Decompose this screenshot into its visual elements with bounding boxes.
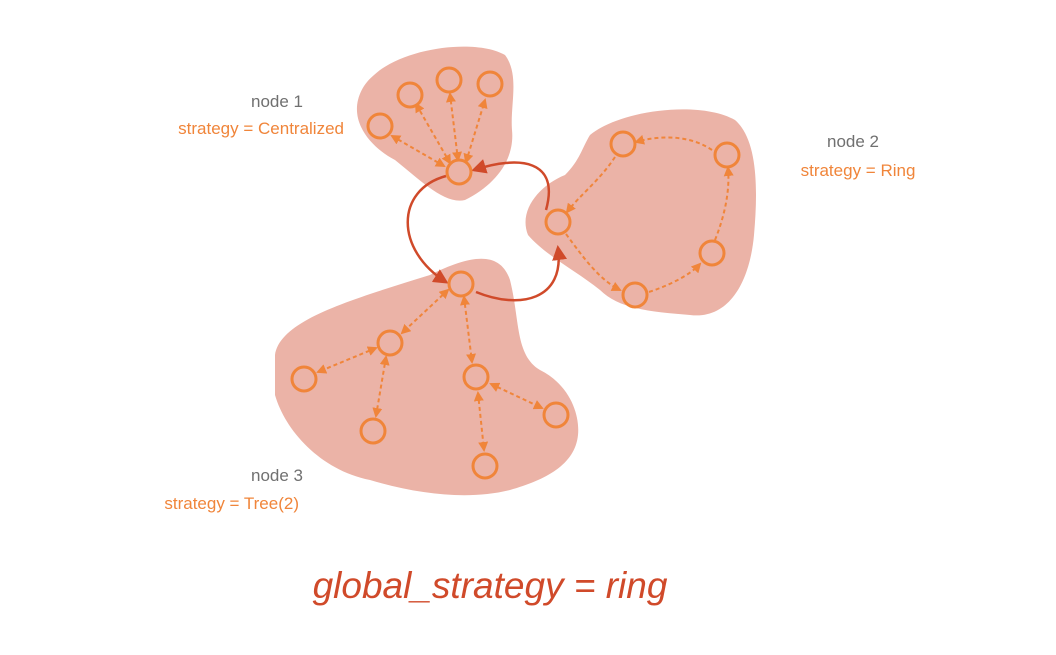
unit-n1-d — [366, 112, 394, 140]
edge-n2-ring-c — [565, 233, 622, 291]
ring-edge-node3-to-node2 — [475, 245, 568, 302]
ring-edge-node2-to-node1 — [471, 159, 550, 211]
unit-n1-hub — [445, 158, 473, 186]
edge-n2-ring-e — [714, 166, 734, 241]
cluster-blob-node3 — [275, 258, 579, 496]
edge-n3-right-a — [489, 382, 544, 410]
unit-n3-root — [447, 270, 475, 298]
unit-n1-b — [435, 66, 463, 94]
unit-n1-c — [476, 70, 504, 98]
cluster-strategy-node1: strategy = Centralized — [178, 119, 344, 138]
unit-n1-a — [396, 81, 424, 109]
global-strategy-label: global_strategy = ring — [313, 565, 668, 606]
edge-n1-center-a — [415, 102, 451, 165]
edge-n3-right-b — [473, 391, 489, 452]
edge-n1-center-d — [390, 135, 446, 167]
unit-n2-e — [621, 281, 649, 309]
cluster-strategy-node2: strategy = Ring — [801, 161, 916, 180]
unit-nodes — [290, 66, 741, 480]
edge-n1-center-c — [463, 98, 488, 164]
edge-n3-left-a — [316, 346, 378, 374]
unit-n2-b — [609, 130, 637, 158]
unit-n3-right-a — [542, 401, 570, 429]
edge-n2-ring-a — [634, 134, 713, 151]
edge-n3-root-left — [400, 288, 450, 335]
unit-n3-right — [462, 363, 490, 391]
unit-n3-right-b — [471, 452, 499, 480]
cluster-name-node1: node 1 — [251, 92, 303, 111]
cluster-strategy-node3: strategy = Tree(2) — [164, 494, 299, 513]
cluster-name-node3: node 3 — [251, 466, 303, 485]
intra-cluster-edges — [316, 92, 734, 452]
unit-n3-left — [376, 329, 404, 357]
unit-n3-left-a — [290, 365, 318, 393]
unit-n3-left-b — [359, 417, 387, 445]
edge-n2-ring-b — [565, 156, 616, 214]
edge-n3-root-right — [460, 295, 476, 364]
unit-n2-a — [544, 208, 572, 236]
ring-edge-node1-to-node3 — [406, 174, 449, 284]
inter-cluster-ring — [406, 159, 568, 302]
cluster-name-node2: node 2 — [827, 132, 879, 151]
unit-n2-d — [698, 239, 726, 267]
edge-n3-left-b — [372, 355, 390, 418]
unit-n2-c — [713, 141, 741, 169]
